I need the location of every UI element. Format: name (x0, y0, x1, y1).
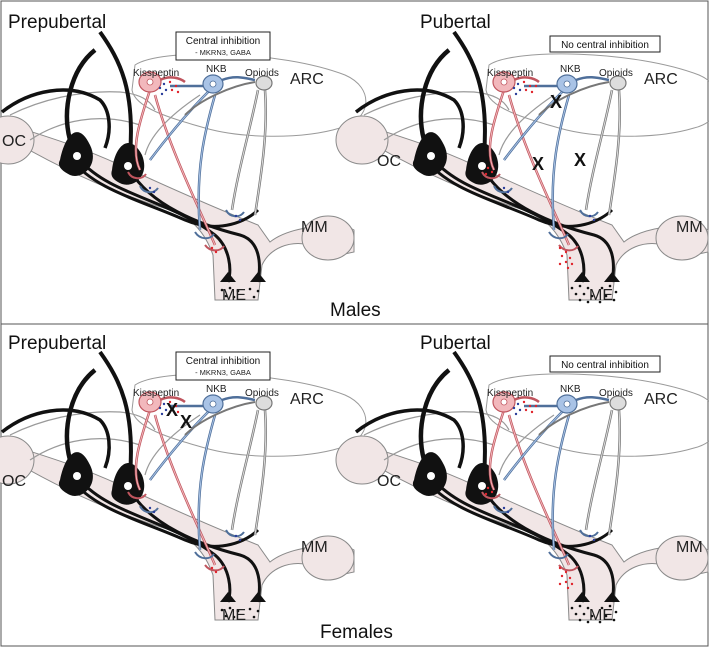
opioids-label: Opioids (245, 68, 279, 79)
panel-male-pubertal: Pubertal No central inhibition Kisspepti… (336, 12, 709, 304)
inhibition-label: No central inhibition (561, 360, 649, 371)
x-mark: X (180, 412, 192, 432)
x-mark: X (550, 92, 562, 112)
inhibition-sublabel: - MKRN3, GABA (195, 48, 251, 57)
x-mark: X (532, 154, 544, 174)
panel-female-pubertal: Pubertal No central inhibition Kisspepti… (336, 333, 709, 624)
nkb-label: NKB (560, 384, 581, 395)
arc-label: ARC (644, 391, 678, 408)
inhibition-label: No central inhibition (561, 40, 649, 51)
me-label: ME (589, 607, 613, 624)
opioids-label: Opioids (599, 388, 633, 399)
oc-label: OC (377, 473, 401, 490)
section-label-males: Males (330, 300, 381, 321)
inhibition-box (549, 355, 661, 373)
panel-title: Prepubertal (8, 333, 106, 354)
kisspeptin-label: Kisspeptin (133, 68, 179, 79)
me-label: ME (222, 607, 246, 624)
arc-label: ARC (290, 71, 324, 88)
section-label-females: Females (320, 622, 393, 643)
me-label: ME (222, 287, 246, 304)
inhibition-box (175, 31, 271, 61)
nkb-label: NKB (560, 64, 581, 75)
panel-male-prepubertal: Prepubertal Central inhibition - MKRN3, … (0, 12, 366, 304)
opioids-label: Opioids (599, 68, 633, 79)
panel-title: Pubertal (420, 333, 491, 354)
x-mark: X (166, 400, 178, 420)
panel-title: Pubertal (420, 12, 491, 33)
nkb-label: NKB (206, 384, 227, 395)
inhibition-box (175, 351, 271, 381)
arc-label: ARC (644, 71, 678, 88)
arc-label: ARC (290, 391, 324, 408)
inhibition-sublabel: - MKRN3, GABA (195, 368, 251, 377)
mm-label: MM (676, 219, 703, 236)
mm-label: MM (301, 539, 328, 556)
kisspeptin-label: Kisspeptin (487, 68, 533, 79)
opioids-label: Opioids (245, 388, 279, 399)
oc-label: OC (377, 153, 401, 170)
mm-label: MM (676, 539, 703, 556)
inhibition-label: Central inhibition (186, 36, 261, 47)
panel-female-prepubertal: Prepubertal Central inhibition - MKRN3, … (0, 333, 366, 624)
oc-label: OC (2, 473, 26, 490)
x-mark: X (574, 150, 586, 170)
panel-title: Prepubertal (8, 12, 106, 33)
inhibition-box (549, 35, 661, 53)
kisspeptin-label: Kisspeptin (487, 388, 533, 399)
nkb-label: NKB (206, 64, 227, 75)
oc-label: OC (2, 133, 26, 150)
kisspeptin-label: Kisspeptin (133, 388, 179, 399)
mm-label: MM (301, 219, 328, 236)
inhibition-label: Central inhibition (186, 356, 261, 367)
me-label: ME (589, 287, 613, 304)
